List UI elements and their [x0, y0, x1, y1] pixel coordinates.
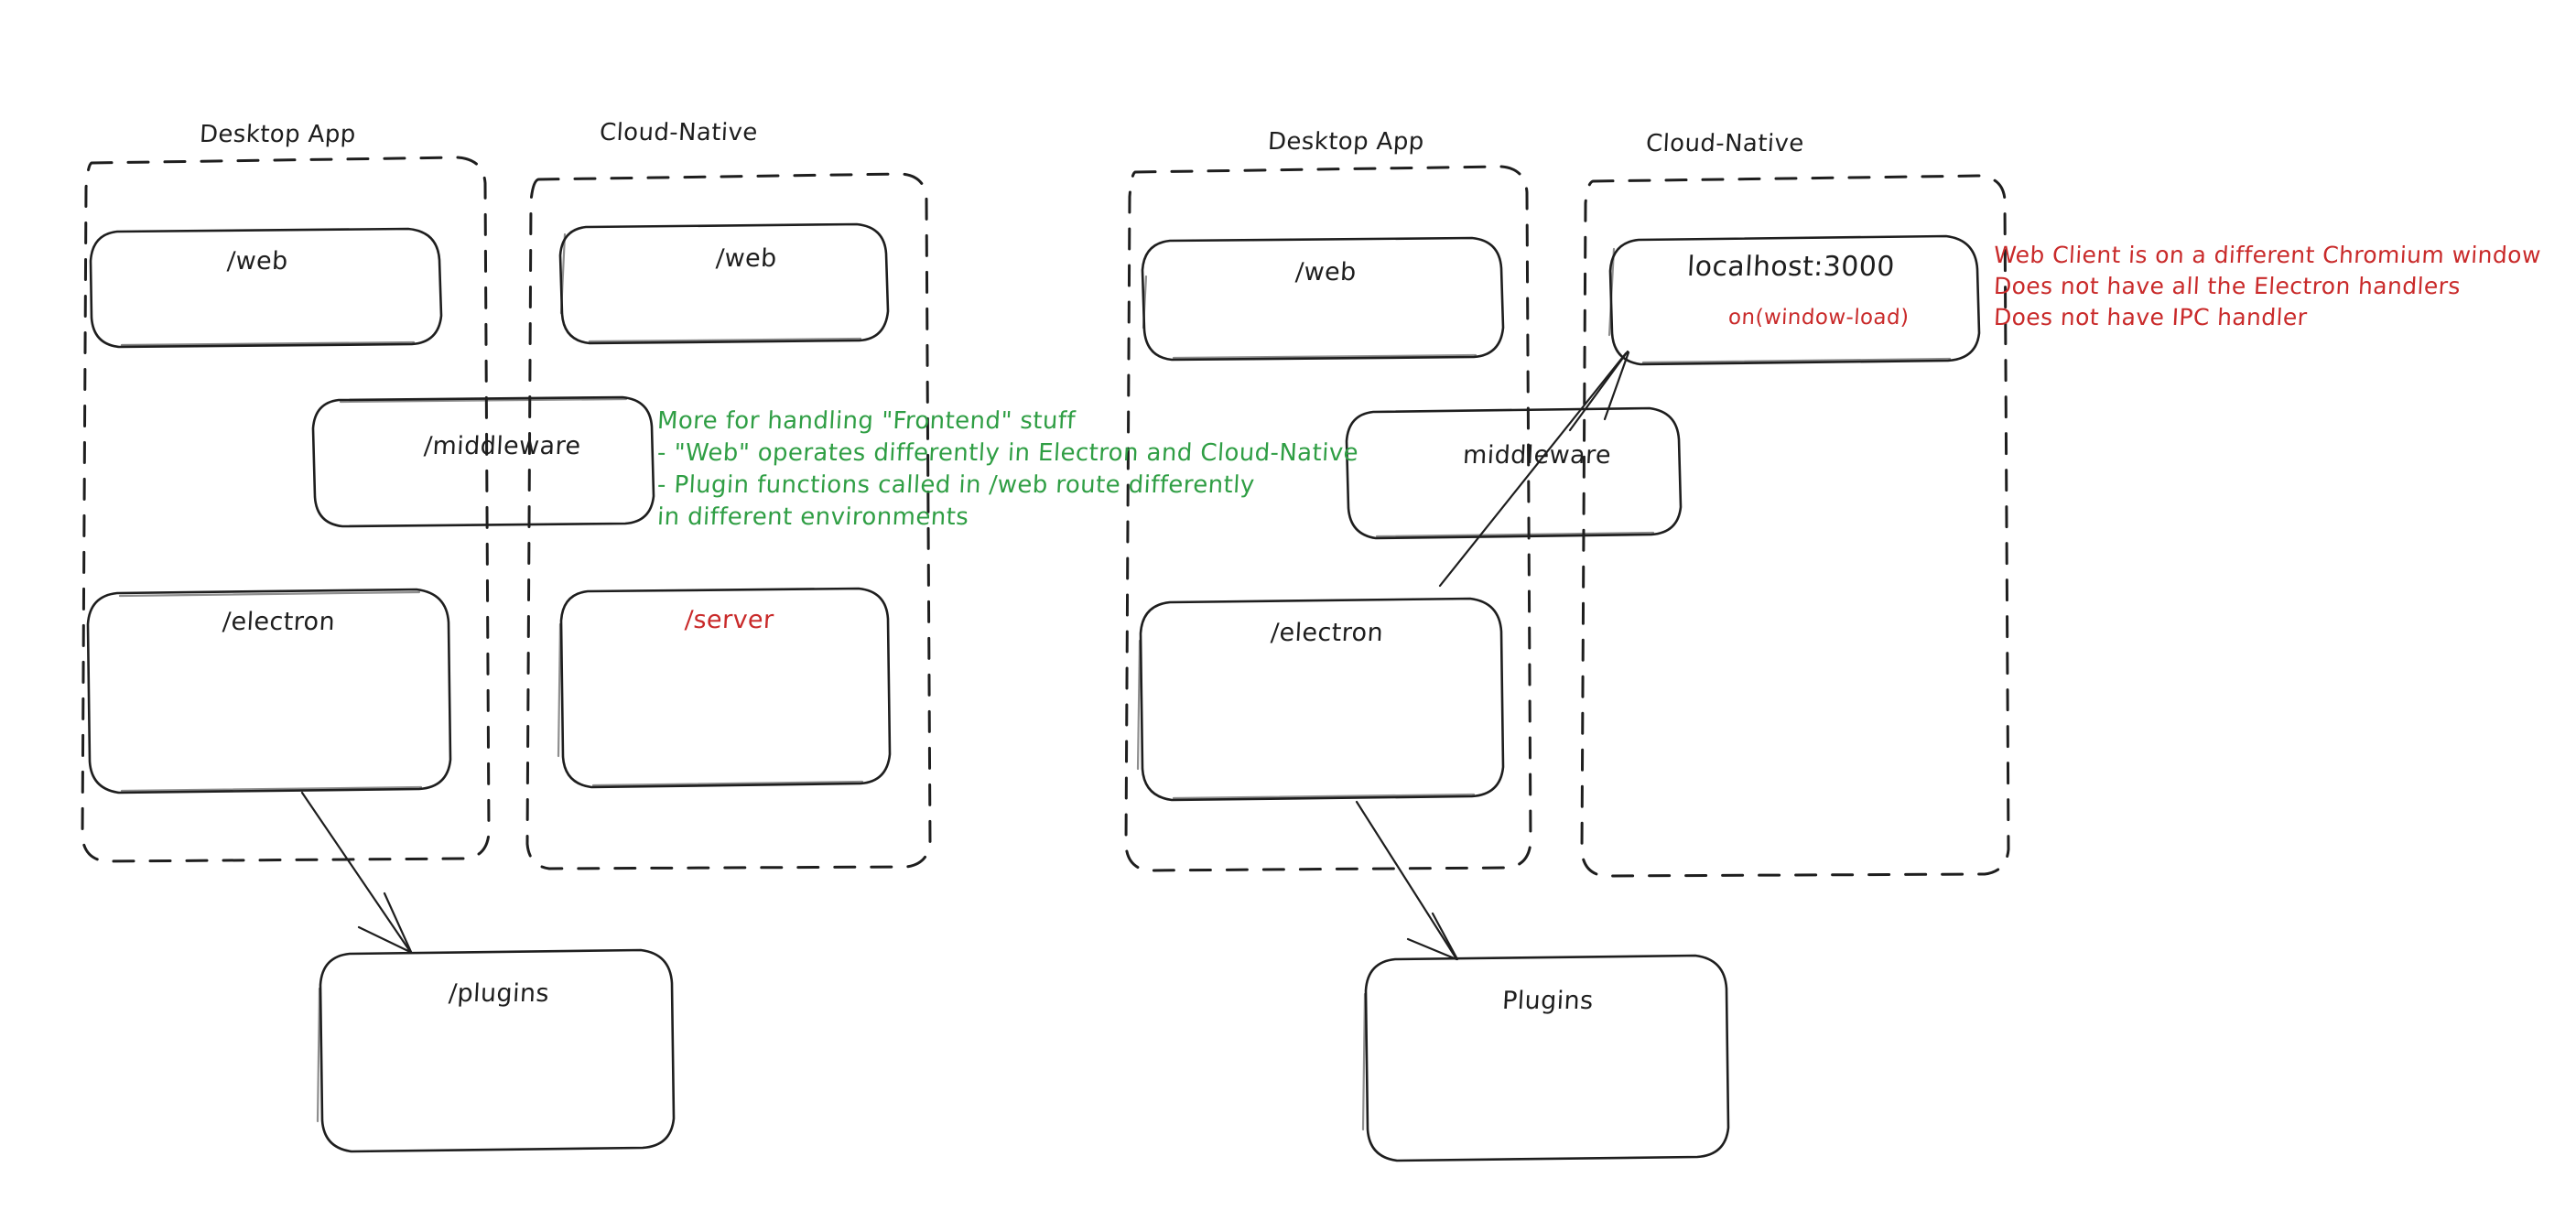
right-localhost-box	[1607, 234, 1981, 366]
left-cloud-native-label: Cloud-Native	[599, 119, 759, 146]
right-cloud-native-container	[1580, 174, 2010, 878]
left-plugins-label: /plugins	[448, 979, 550, 1008]
left-electron-label: /electron	[222, 608, 336, 636]
left-server-box	[557, 587, 892, 789]
right-electron-to-plugins-arrow	[1355, 800, 1459, 961]
right-middleware-label: middleware	[1462, 441, 1612, 470]
right-electron-label: /electron	[1270, 619, 1384, 647]
red-note-line-2: Does not have all the Electron handlers	[1993, 272, 2462, 299]
left-electron-box	[86, 588, 452, 794]
left-desktop-app-label: Desktop App	[199, 121, 357, 148]
red-note-line-1: Web Client is on a different Chromium wi…	[1993, 242, 2542, 268]
right-localhost-label: localhost:3000	[1686, 251, 1896, 283]
right-desktop-app-label: Desktop App	[1267, 128, 1425, 156]
left-web-box-cloud	[558, 222, 890, 345]
right-cloud-native-label: Cloud-Native	[1645, 130, 1805, 157]
right-web-box-desktop	[1141, 236, 1505, 362]
red-note: Web Client is on a different Chromium wi…	[1993, 240, 2542, 332]
green-note-line-4: in different environments	[656, 503, 970, 532]
left-web-cloud-label: /web	[715, 244, 778, 273]
right-electron-to-localhost-arrow	[1438, 350, 1630, 588]
right-middleware-box	[1345, 406, 1683, 540]
left-web-box-desktop	[89, 227, 443, 349]
left-web-desktop-label: /web	[226, 247, 289, 276]
green-note-line-2: - "Web" operates differently in Electron…	[656, 439, 1359, 468]
right-web-desktop-label: /web	[1294, 258, 1358, 286]
left-plugins-box	[316, 948, 676, 1153]
right-electron-box	[1136, 597, 1505, 802]
right-plugins-box	[1361, 954, 1730, 1162]
right-plugins-label: Plugins	[1501, 987, 1595, 1015]
red-note-line-3: Does not have IPC handler	[1993, 303, 2309, 330]
left-middleware-label: /middleware	[423, 432, 582, 460]
left-middleware-box	[311, 395, 655, 528]
left-server-label: /server	[684, 606, 775, 634]
left-cloud-native-container	[525, 172, 932, 870]
green-note: More for handling "Frontend" stuff - "We…	[656, 405, 1359, 534]
right-localhost-sublabel: on(window-load)	[1727, 306, 1910, 330]
left-electron-to-plugins-arrow	[300, 791, 413, 954]
green-note-line-3: - Plugin functions called in /web route …	[656, 471, 1256, 500]
green-note-line-1: More for handling "Frontend" stuff	[656, 407, 1077, 435]
